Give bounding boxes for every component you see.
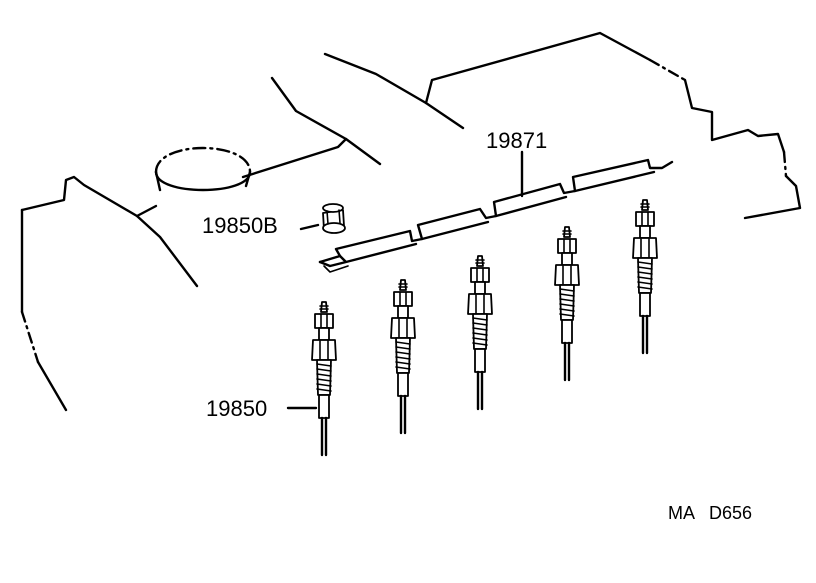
filler-cap-outline [154, 146, 252, 192]
glow-plug [554, 226, 580, 382]
glow-plug [390, 279, 416, 435]
cylinder-head-outline [20, 31, 802, 412]
diagram-code: MA D656 [668, 504, 752, 522]
diagram-code-number: D656 [709, 503, 753, 523]
glow-plug [632, 199, 658, 355]
connector-bar-part-number: 19871 [486, 128, 548, 153]
glow-plug [467, 255, 493, 411]
glow-plug-group [311, 199, 658, 457]
diagram-code-prefix: MA [668, 503, 695, 523]
connector-bar-part [318, 158, 674, 273]
glow-plug [311, 301, 337, 457]
plug-cap-part-number: 19850B [202, 213, 278, 238]
leader-lines [286, 150, 524, 410]
plug-cap-part [322, 203, 346, 234]
glow-plug-part-number: 19850 [206, 396, 268, 421]
